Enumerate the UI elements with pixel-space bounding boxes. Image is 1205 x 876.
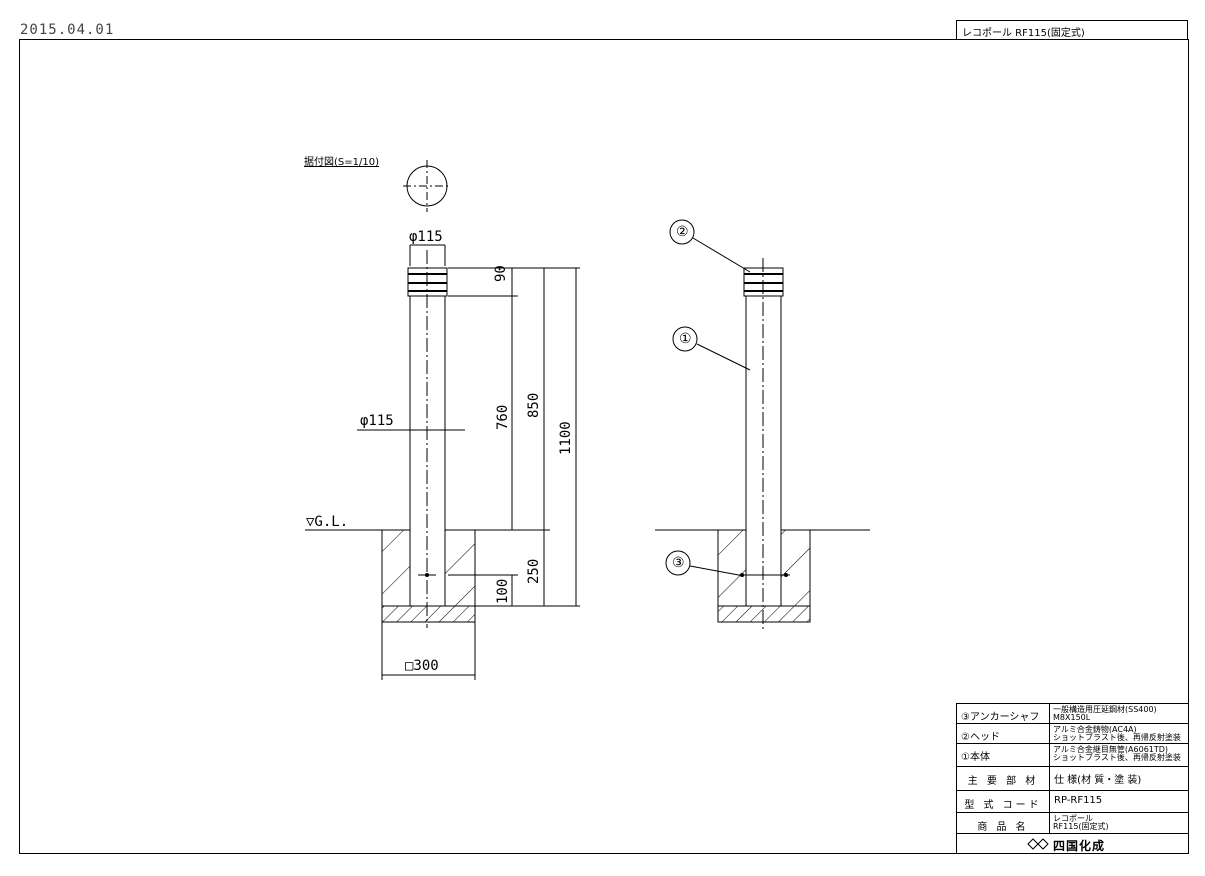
right-view xyxy=(655,219,870,630)
part-row-head-spec: アルミ合金鋳物(AC4A)ショットブラスト後、再帰反射塗装 xyxy=(1049,723,1189,744)
plan-view-circle xyxy=(403,160,451,212)
dim-760: 760 xyxy=(495,404,511,430)
callout-3: ③ xyxy=(672,555,685,571)
drawing-title: レコポール RF115(固定式) xyxy=(962,28,1085,39)
material-value: 仕 様(材 質・塗 装) xyxy=(1049,766,1189,791)
dim-90: 90 xyxy=(493,265,509,282)
callout-1: ① xyxy=(679,331,692,347)
dim-250: 250 xyxy=(526,558,542,584)
right-base-gravel xyxy=(717,605,811,623)
product-label: 商 品 名 xyxy=(956,812,1050,834)
left-view xyxy=(305,160,580,680)
install-drawing-label: 据付図(S=1/10) xyxy=(304,157,379,168)
part-row-anchor-spec: 一般構造用圧延鋼材(SS400)M8X150L xyxy=(1049,703,1189,724)
part-row-anchor: ③アンカーシャフト xyxy=(956,703,1050,724)
gl-label: ▽G.L. xyxy=(306,514,349,530)
dia-mid-label: φ115 xyxy=(360,413,394,429)
material-label: 主 要 部 材 xyxy=(956,766,1050,791)
base-gravel xyxy=(381,605,476,623)
part-row-body-spec: アルミ合金継目無管(A6061TD)ショットブラスト後、再帰反射塗装 xyxy=(1049,743,1189,767)
drawing-frame xyxy=(19,39,1189,854)
model-value: RP-RF115 xyxy=(1049,790,1189,813)
drawing-title-box: レコポール RF115(固定式) xyxy=(956,20,1188,39)
dia-top-label: φ115 xyxy=(409,229,443,245)
part-row-body: ①本体 xyxy=(956,743,1050,767)
company-cell: 四国化成 xyxy=(956,833,1189,854)
company-logo-icon xyxy=(1027,838,1049,850)
base-size-label: □300 xyxy=(405,658,439,674)
dim-850: 850 xyxy=(526,392,542,418)
drawing-date: 2015.04.01 xyxy=(20,22,115,38)
callout-2: ② xyxy=(676,224,689,240)
part-row-head: ②ヘッド xyxy=(956,723,1050,744)
dim-100: 100 xyxy=(495,578,511,604)
model-label: 型 式 コード xyxy=(956,790,1050,813)
company-name: 四国化成 xyxy=(1053,839,1106,853)
dim-1100: 1100 xyxy=(558,421,574,455)
